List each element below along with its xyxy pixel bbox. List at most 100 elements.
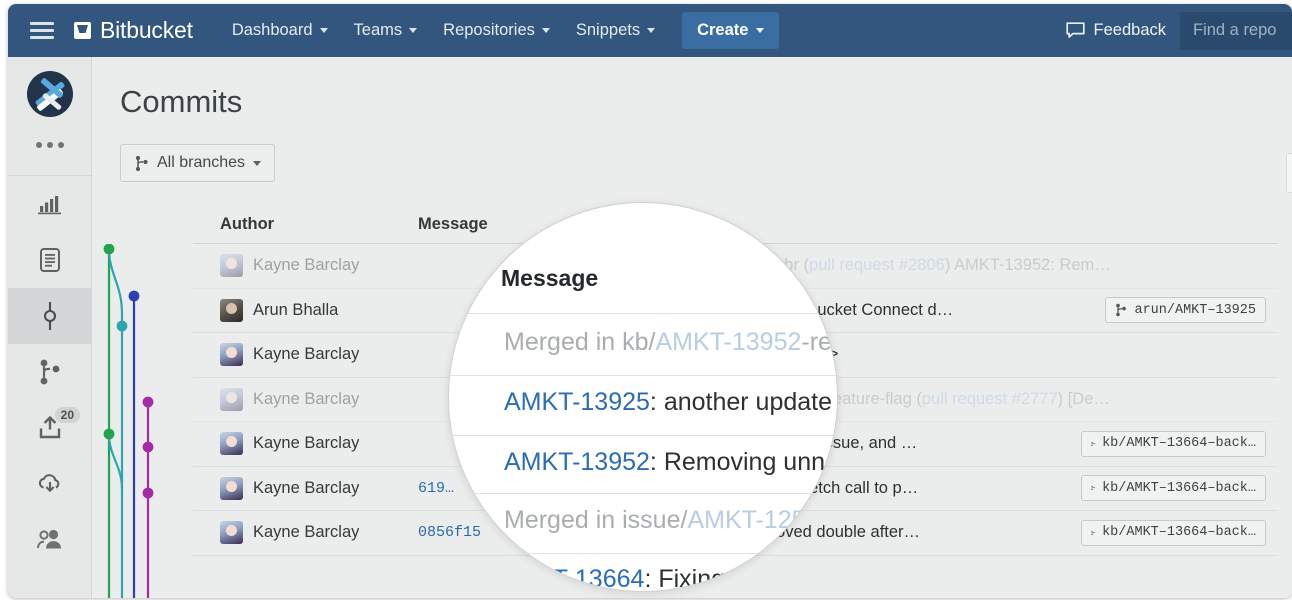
branches-icon [1091, 441, 1095, 446]
sidebar-item-overview[interactable] [8, 176, 91, 232]
sidebar-item-commits[interactable] [8, 288, 91, 344]
commit-author-cell: Kayne Barclay [193, 521, 418, 545]
lens-row[interactable]: AMKT-13925: another update to [504, 388, 837, 417]
chevron-down-icon [319, 28, 328, 33]
lens-row-link[interactable]: AMKT-13952 [504, 448, 650, 476]
branch-filter-button[interactable]: All branches [120, 144, 276, 182]
branch-filter-label: All branches [157, 154, 246, 171]
browser-window: Bitbucket Dashboard Teams Repositories S… [8, 4, 1292, 598]
sidebar-overflow-button[interactable] [8, 125, 91, 165]
lens-row[interactable]: Merged in kb/AMKT-13952-rem [504, 328, 837, 357]
commit-author-cell: Kayne Barclay [193, 343, 418, 367]
chevron-down-icon [409, 28, 418, 33]
branch-tag[interactable]: kb/AMKT–13664–back… [1081, 475, 1266, 502]
lens-row-link[interactable]: KT-13664 [536, 565, 645, 592]
commits-icon [43, 302, 56, 330]
commit-hash[interactable]: 0856f15 [418, 524, 482, 542]
commit-node [103, 428, 115, 440]
source-icon [39, 248, 60, 272]
commit-node [142, 441, 154, 453]
chevron-down-icon [756, 28, 765, 33]
page-title: Commits [120, 84, 243, 119]
avatar [220, 298, 243, 322]
branch-tag[interactable]: kb/AMKT–13664–back… [1081, 430, 1266, 457]
commit-author-cell: Kayne Barclay [193, 432, 418, 456]
feedback-label: Feedback [1093, 21, 1166, 39]
lens-row-link[interactable]: AMKT-12592 [687, 506, 834, 534]
lens-row-prefix: Merged in issue/ [504, 506, 688, 534]
branch-tag[interactable]: kb/AMKT–13664–back… [1081, 519, 1266, 546]
commit-node [142, 396, 154, 408]
sidebar-item-settings[interactable] [8, 512, 91, 568]
lens-content: Message Merged in kb/AMKT-13952-rem AMKT… [449, 203, 838, 592]
nav-item-repositories[interactable]: Repositories [430, 4, 563, 57]
lens-row-suffix: : another update to [649, 388, 837, 416]
lens-row-link[interactable]: AMKT-13952 [655, 328, 802, 356]
avatar [220, 254, 243, 278]
lens-row-prefix: Merged in kb/ [504, 328, 656, 356]
sidebar-item-branches[interactable] [8, 344, 91, 400]
pull-request-link[interactable]: pull request #2777 [921, 389, 1058, 408]
commit-graph [103, 244, 154, 598]
nav-label: Snippets [575, 21, 641, 39]
main-content: Commits All branches [93, 57, 1292, 598]
branch-tag-label: arun/AMKT–13925 [1134, 302, 1256, 318]
create-button[interactable]: Create [682, 12, 780, 49]
search-input[interactable]: Find a repo [1180, 11, 1292, 50]
sidebar-item-pull-requests[interactable]: 20 [8, 400, 91, 456]
commit-author-cell: Kayne Barclay [193, 476, 418, 500]
avatar [220, 387, 243, 411]
lens-row-suffix: : Removing unnec [649, 448, 838, 476]
branches-icon [40, 359, 59, 385]
lens-row-suffix: -rem [801, 328, 837, 356]
commit-author-name: Kayne Barclay [253, 345, 360, 364]
sidebar-item-source[interactable] [8, 232, 91, 288]
commit-author-name: Kayne Barclay [253, 434, 360, 453]
column-header-message: Message [418, 215, 488, 233]
repository-avatar[interactable] [26, 71, 73, 117]
commit-author-cell: Kayne Barclay [193, 254, 418, 278]
bitbucket-glyph-icon [74, 22, 91, 39]
hamburger-icon[interactable] [30, 22, 54, 39]
nav-label: Teams [353, 21, 403, 39]
branch-tag[interactable]: arun/AMKT–13925 [1105, 297, 1266, 324]
commit-hash[interactable]: 619… [418, 479, 455, 497]
branches-icon [1116, 304, 1127, 317]
pull-requests-icon [39, 416, 60, 439]
nav-label: Dashboard [231, 21, 313, 39]
commit-author-name: Arun Bhalla [253, 300, 339, 319]
commit-author-name: Kayne Barclay [253, 256, 360, 275]
clipped-right-control[interactable] [1286, 153, 1292, 193]
commit-node [142, 487, 154, 499]
lens-row-hash: 619 [509, 575, 537, 592]
lens-row[interactable]: AMKT-13952: Removing unnec [504, 448, 838, 477]
nav-item-dashboard[interactable]: Dashboard [219, 4, 341, 57]
branch-tag-label: kb/AMKT–13664–back… [1102, 436, 1256, 452]
lens-row-suffix: : Fixing th [644, 565, 753, 592]
commit-author-cell: Kayne Barclay [193, 387, 418, 411]
avatar [220, 476, 243, 500]
lens-row[interactable]: Merged in issue/AMKT-12592 [504, 506, 837, 535]
avatar [220, 521, 243, 545]
bitbucket-logo[interactable]: Bitbucket [74, 17, 193, 44]
repository-sidebar: 20 [8, 57, 92, 598]
chevron-down-icon [541, 28, 550, 33]
commit-author-name: Kayne Barclay [253, 523, 360, 542]
lens-row-link[interactable]: AMKT-13925 [504, 388, 650, 416]
sidebar-item-downloads[interactable] [8, 456, 91, 512]
settings-icon [36, 529, 61, 549]
commit-author-name: Kayne Barclay [253, 478, 360, 497]
feedback-button[interactable]: Feedback [1065, 21, 1180, 40]
table-row[interactable]: Kayne Barclay0856f15AMKT-13664: Fixing t… [193, 511, 1278, 556]
commit-node [103, 244, 115, 255]
lens-column-header-message: Message [501, 265, 599, 291]
nav-item-snippets[interactable]: Snippets [563, 4, 668, 57]
sidebar-header [8, 57, 91, 176]
branch-tag-label: kb/AMKT–13664–back… [1102, 480, 1256, 496]
avatar [220, 343, 243, 367]
top-navigation-bar: Bitbucket Dashboard Teams Repositories S… [8, 4, 1292, 57]
nav-label: Repositories [443, 21, 535, 39]
lens-row[interactable]: 619KT-13664: Fixing th [509, 565, 837, 592]
nav-item-teams[interactable]: Teams [341, 4, 431, 57]
